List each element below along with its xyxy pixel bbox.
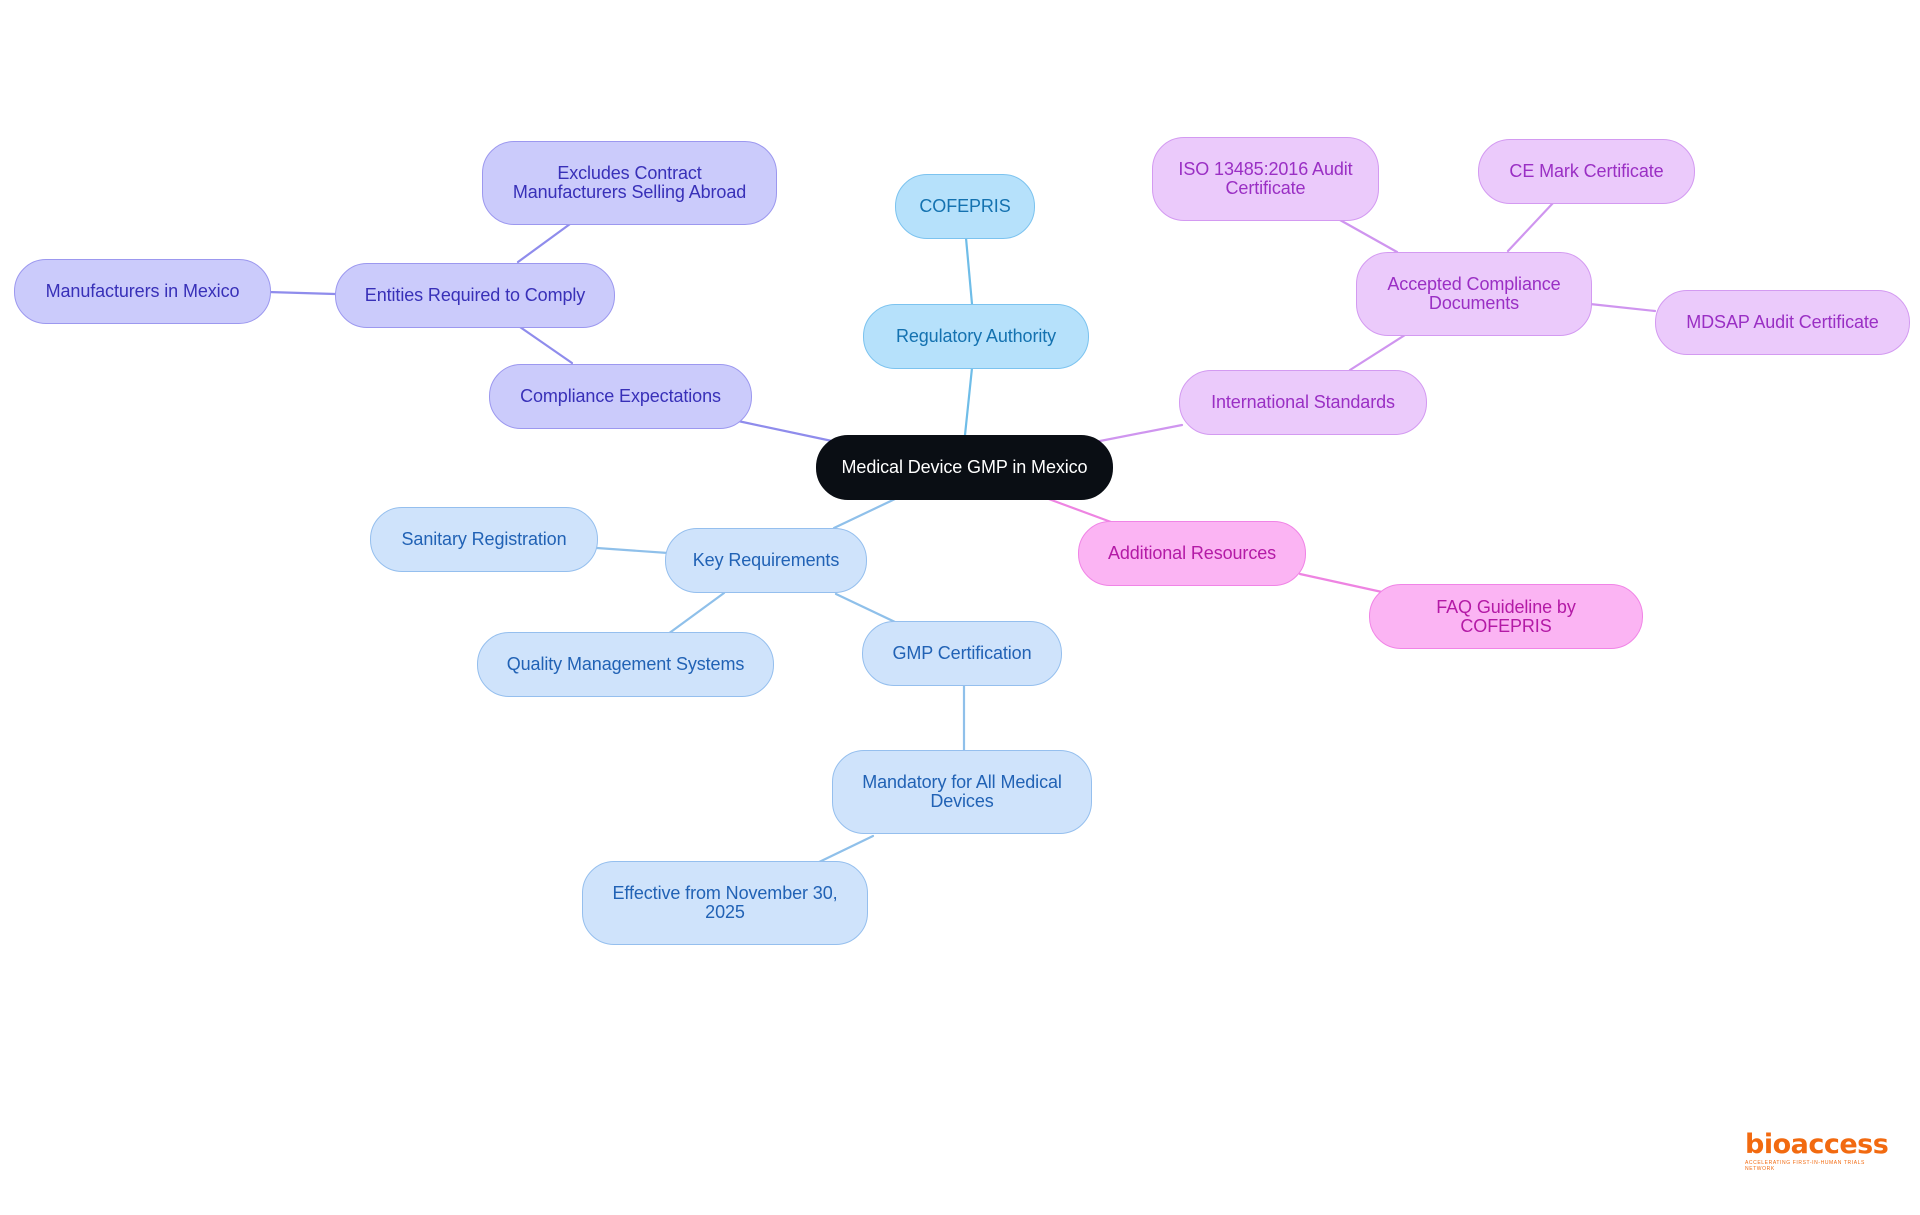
edge-root-standards bbox=[1098, 423, 1184, 443]
node-label: Effective from November 30, 2025 bbox=[612, 883, 838, 922]
node-label: GMP Certification bbox=[892, 643, 1032, 663]
node-accepted-compliance-documents[interactable]: Accepted Compliance Documents bbox=[1356, 252, 1592, 336]
edge-entities-manufacturers bbox=[266, 290, 337, 296]
edge-root-key bbox=[832, 497, 897, 530]
node-label: Sanitary Registration bbox=[401, 529, 567, 549]
node-effective-date[interactable]: Effective from November 30, 2025 bbox=[582, 861, 868, 945]
edge-key-quality bbox=[666, 591, 726, 636]
node-faq-guideline[interactable]: FAQ Guideline by COFEPRIS bbox=[1369, 584, 1643, 649]
logo-tagline: ACCELERATING FIRST-IN-HUMAN TRIALS NETWO… bbox=[1745, 1160, 1865, 1172]
edge-accepted-iso bbox=[1338, 218, 1399, 254]
node-quality-management-systems[interactable]: Quality Management Systems bbox=[477, 632, 774, 697]
node-label: Manufacturers in Mexico bbox=[45, 281, 240, 301]
node-manufacturers-in-mexico[interactable]: Manufacturers in Mexico bbox=[14, 259, 271, 324]
node-mandatory-for-all-medical-devices[interactable]: Mandatory for All Medical Devices bbox=[832, 750, 1092, 834]
edge-mandatory-effective bbox=[813, 834, 875, 866]
logo-wordmark: bioaccess bbox=[1745, 1129, 1889, 1160]
edge-accepted-mdsap bbox=[1588, 302, 1657, 313]
edge-accepted-ce bbox=[1506, 201, 1555, 253]
edge-compliance-entities bbox=[518, 325, 574, 365]
node-label: COFEPRIS bbox=[919, 196, 1011, 216]
node-entities-required-to-comply[interactable]: Entities Required to Comply bbox=[335, 263, 615, 328]
node-international-standards[interactable]: International Standards bbox=[1179, 370, 1427, 435]
edge-root-resources bbox=[1044, 496, 1113, 524]
node-additional-resources[interactable]: Additional Resources bbox=[1078, 521, 1306, 586]
node-regulatory-authority[interactable]: Regulatory Authority bbox=[863, 304, 1089, 369]
node-sanitary-registration[interactable]: Sanitary Registration bbox=[370, 507, 598, 572]
node-excludes-contract-manufacturers[interactable]: Excludes Contract Manufacturers Selling … bbox=[482, 141, 777, 225]
node-iso-13485-audit-certificate[interactable]: ISO 13485:2016 Audit Certificate bbox=[1152, 137, 1379, 221]
node-label: CE Mark Certificate bbox=[1509, 161, 1664, 181]
node-label: Key Requirements bbox=[692, 550, 840, 570]
node-label: ISO 13485:2016 Audit Certificate bbox=[1178, 159, 1353, 198]
edge-regulatory-cofepris bbox=[964, 236, 974, 306]
bioaccess-logo: bioaccess ACCELERATING FIRST-IN-HUMAN TR… bbox=[1745, 1129, 1895, 1173]
node-label: Compliance Expectations bbox=[520, 386, 721, 406]
node-label: MDSAP Audit Certificate bbox=[1686, 312, 1879, 332]
node-gmp-certification[interactable]: GMP Certification bbox=[862, 621, 1062, 686]
node-label: Regulatory Authority bbox=[895, 326, 1057, 346]
edge-standards-accepted bbox=[1348, 333, 1407, 372]
edge-root-compliance bbox=[736, 419, 834, 443]
node-ce-mark-certificate[interactable]: CE Mark Certificate bbox=[1478, 139, 1695, 204]
edge-key-sanitary bbox=[595, 546, 670, 555]
node-label: Quality Management Systems bbox=[506, 654, 745, 674]
node-label: Excludes Contract Manufacturers Selling … bbox=[512, 163, 747, 202]
node-label: Mandatory for All Medical Devices bbox=[862, 772, 1062, 811]
edge-entities-excludes bbox=[516, 222, 572, 264]
root-node-label: Medical Device GMP in Mexico bbox=[841, 457, 1088, 477]
edge-resources-faq bbox=[1298, 572, 1384, 594]
edge-key-gmp bbox=[834, 592, 897, 624]
node-label: International Standards bbox=[1211, 392, 1395, 412]
node-cofepris[interactable]: COFEPRIS bbox=[895, 174, 1035, 239]
node-label: Entities Required to Comply bbox=[364, 285, 586, 305]
node-compliance-expectations[interactable]: Compliance Expectations bbox=[489, 364, 752, 429]
root-node[interactable]: Medical Device GMP in Mexico bbox=[816, 435, 1113, 500]
node-key-requirements[interactable]: Key Requirements bbox=[665, 528, 867, 593]
edge-root-regulatory bbox=[963, 366, 974, 437]
node-label: Additional Resources bbox=[1107, 543, 1277, 563]
node-label: FAQ Guideline by COFEPRIS bbox=[1436, 596, 1576, 636]
node-mdsap-audit-certificate[interactable]: MDSAP Audit Certificate bbox=[1655, 290, 1910, 355]
node-label: Accepted Compliance Documents bbox=[1387, 274, 1561, 313]
